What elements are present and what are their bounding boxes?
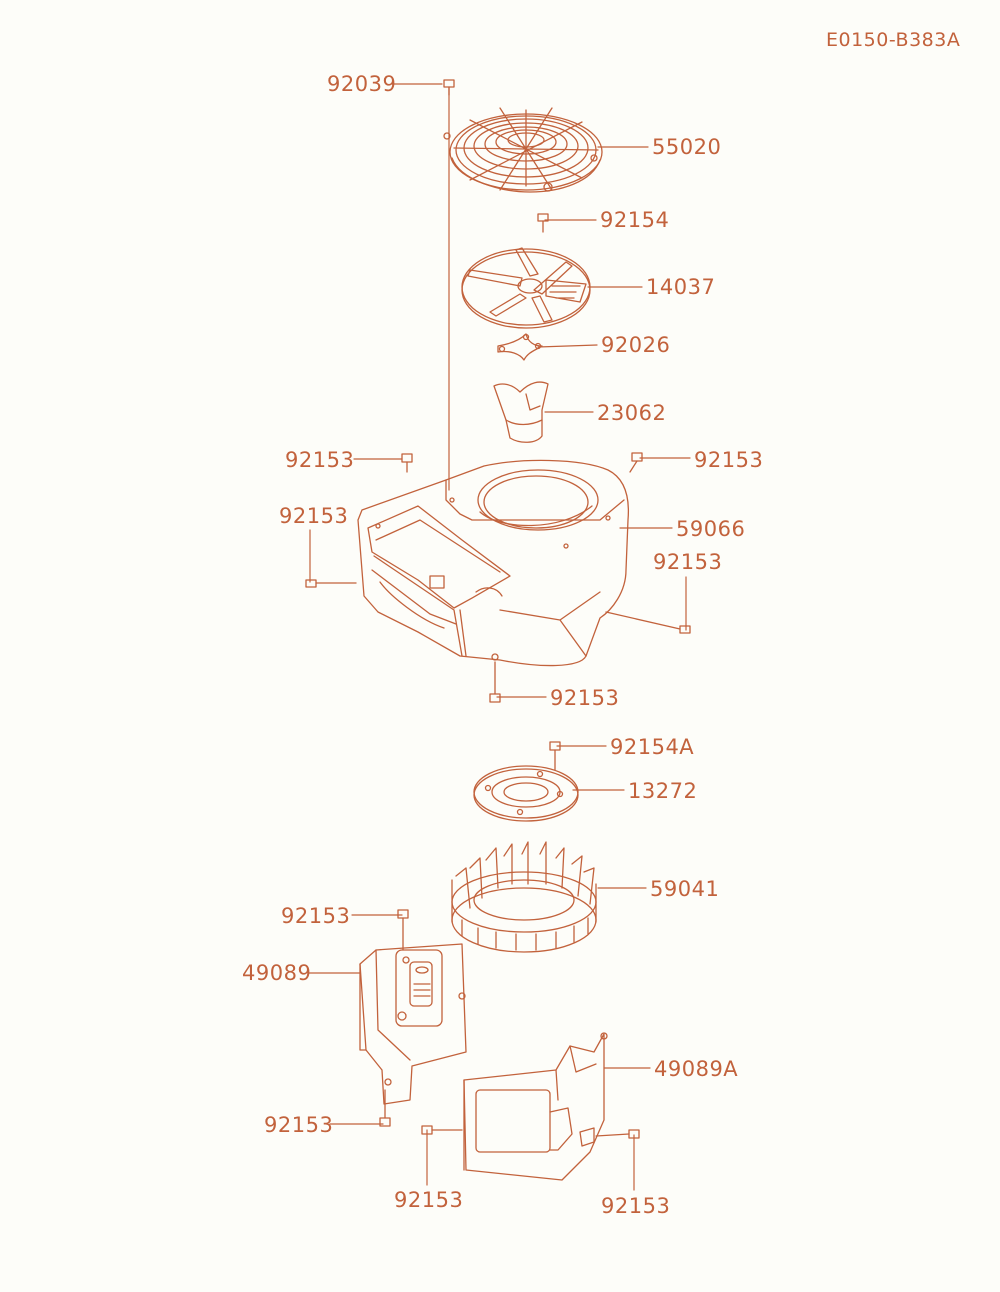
cup-23062 [493,381,549,443]
label-23062: 23062 [597,401,667,425]
label-92153-b: 92153 [694,448,764,472]
label-55020: 55020 [652,135,722,159]
label-59041: 59041 [650,877,720,901]
label-13272: 13272 [628,779,698,803]
label-92153-g: 92153 [264,1113,334,1137]
label-14037: 14037 [646,275,716,299]
label-92153-i: 92153 [601,1194,671,1218]
label-49089A: 49089A [654,1057,739,1081]
shield-49089A [463,1032,608,1181]
spider-92026 [497,333,543,361]
label-92153-h: 92153 [394,1188,464,1212]
label-92153-f: 92153 [281,904,351,928]
screw-92154 [537,213,549,233]
diagram-code: E0150-B383A [826,29,961,51]
label-92153-e: 92153 [550,686,620,710]
label-92154: 92154 [600,208,670,232]
screw-92039 [443,79,455,96]
screw-92154A [549,741,561,771]
screws-92153-housing [305,452,691,703]
label-92153-a: 92153 [285,448,355,472]
leader-lines [307,83,691,1191]
label-49089: 49089 [242,961,312,985]
label-92039: 92039 [327,72,397,96]
fan-59041 [451,841,597,953]
shield-49089 [359,943,467,1105]
screw-92153-shield-bottom [379,1089,391,1127]
blower-housing-59066 [357,459,630,667]
label-92026: 92026 [601,333,671,357]
plate-13272 [473,765,579,822]
label-92153-d: 92153 [653,550,723,574]
fan-screen-55020 [443,107,603,193]
screw-92153-shield-top [397,909,409,951]
label-59066: 59066 [676,517,746,541]
label-92154A: 92154A [610,735,695,759]
screws-92153-shield-sides [421,1125,640,1139]
fan-plate-14037 [461,247,591,329]
label-92153-c: 92153 [279,504,349,528]
